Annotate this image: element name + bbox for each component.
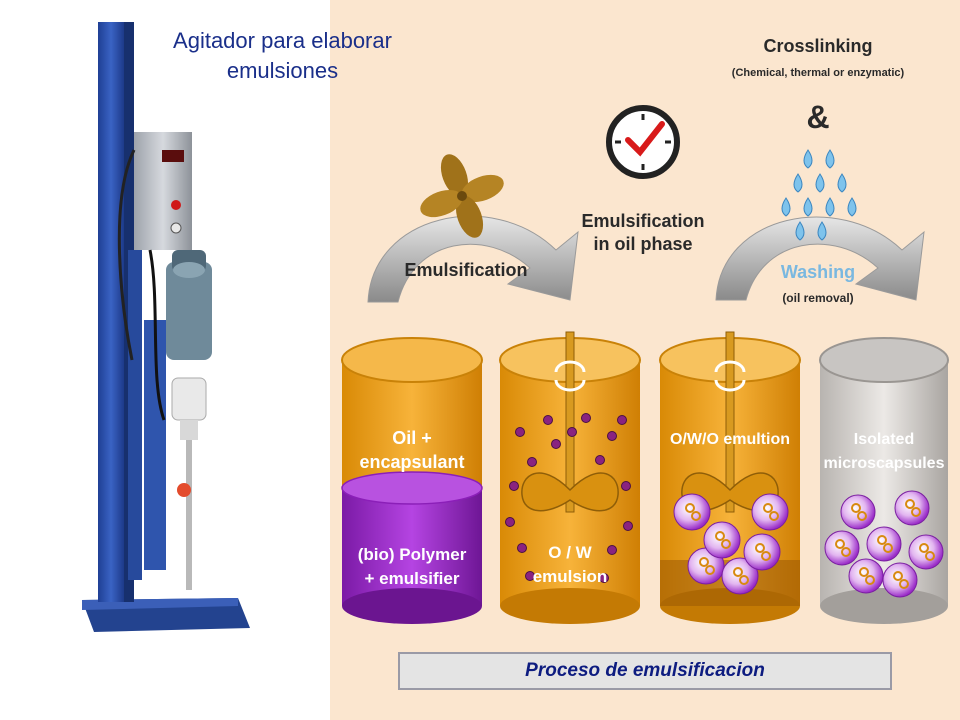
c2-line2: emulsion bbox=[533, 567, 608, 586]
container-isolated-microcapsules bbox=[819, 337, 949, 624]
c3-label: O/W/O emultion bbox=[670, 431, 790, 448]
c1-top-line1: Oil + bbox=[392, 428, 432, 448]
label-washing-sub: (oil removal) bbox=[782, 291, 853, 305]
propeller-icon bbox=[420, 154, 504, 238]
page-title: Agitador para elaborar emulsiones bbox=[140, 26, 425, 86]
label-crosslinking: Crosslinking bbox=[763, 36, 872, 56]
label-emulsification-oil-1: Emulsification bbox=[581, 211, 704, 231]
arrow-washing bbox=[715, 216, 925, 301]
container-ow-emulsion bbox=[499, 331, 641, 624]
label-emulsification: Emulsification bbox=[404, 260, 527, 280]
label-emulsification-oil-2: in oil phase bbox=[593, 234, 692, 254]
arrow-emulsification bbox=[367, 215, 579, 303]
label-washing: Washing bbox=[781, 262, 855, 282]
emulsion-stirrer-machine bbox=[82, 22, 250, 632]
page-title-line2: emulsiones bbox=[226, 58, 339, 83]
page-title-line1: Agitador para elaborar bbox=[173, 28, 392, 53]
c4-line1: Isolated bbox=[854, 431, 914, 448]
c4-line2: microscapsules bbox=[824, 455, 945, 472]
label-ampersand: & bbox=[806, 99, 829, 135]
container-owo-emulsion bbox=[659, 331, 801, 624]
c1-bottom-line2: + emulsifier bbox=[365, 569, 460, 588]
c1-top-line2: encapsulant bbox=[359, 452, 464, 472]
c2-line1: O / W bbox=[548, 543, 592, 562]
c1-bottom-line1: (bio) Polymer bbox=[358, 545, 467, 564]
water-drops-icon bbox=[781, 149, 857, 241]
label-crosslinking-sub: (Chemical, thermal or enzymatic) bbox=[732, 67, 905, 79]
container-oil-polymer bbox=[341, 337, 483, 624]
caption-box: Proceso de emulsificacion bbox=[398, 652, 892, 690]
clock-icon bbox=[606, 105, 680, 179]
